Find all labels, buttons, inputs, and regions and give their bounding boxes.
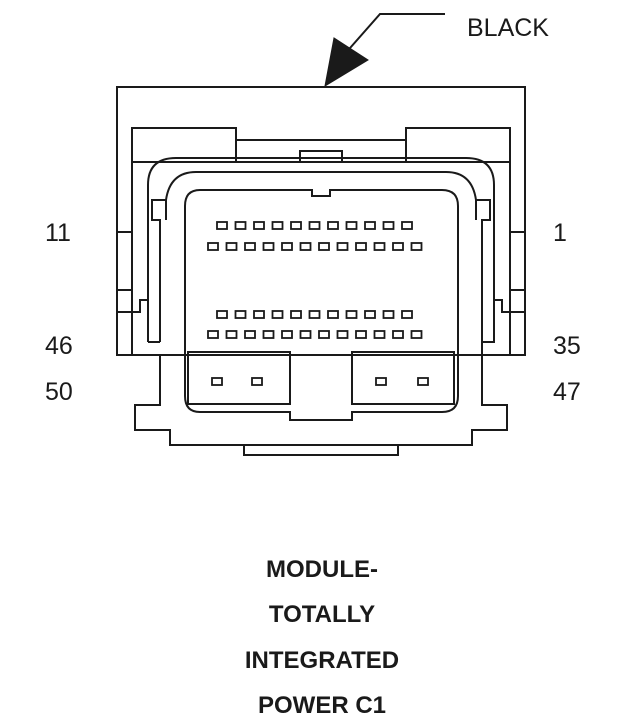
pin-cavity-r2-7: [318, 242, 330, 251]
pin-cavity-r3-8: [345, 310, 358, 319]
pin-cavity-r3-7: [327, 310, 339, 319]
pin-cavity-r3-1: [216, 310, 228, 319]
pin-cavity-r2-9: [355, 242, 367, 251]
pin-cavity-r3-4: [271, 310, 284, 319]
pin-cavity-r4-10: [373, 330, 386, 339]
pin-cavity-r1-9: [364, 221, 376, 230]
caption-line-3: INTEGRATED: [245, 647, 399, 674]
pin-cavity-r2-10: [373, 242, 386, 251]
callout-leader: [324, 13, 445, 88]
pin-cavity-r1-8: [345, 221, 358, 230]
caption-line-1: MODULE-: [266, 556, 378, 583]
pin-cavity-r2-3: [244, 242, 256, 251]
pin-cavity-r4-11: [392, 330, 404, 339]
pin-cavity-r2-11: [392, 242, 404, 251]
pin-cavity-r1-3: [253, 221, 265, 230]
left-key-block: [187, 351, 291, 405]
pin-cavity-r4-4: [262, 330, 275, 339]
pin-cavity-r4-12: [410, 330, 423, 339]
pin-cavity-r4-3: [244, 330, 256, 339]
callout-arrowhead: [324, 37, 369, 88]
pin-label-1: 1: [553, 219, 567, 247]
pin-cavity-r4-1: [207, 330, 219, 339]
pin-cavity-r3-5: [290, 310, 302, 319]
connector-shroud: [147, 157, 495, 355]
caption-line-4: POWER C1: [258, 692, 386, 719]
wire-color-label: BLACK: [467, 14, 549, 42]
pin-cavity-r2-6: [299, 242, 312, 251]
pin-cavity-window: [184, 189, 459, 421]
pin-cavity-r2-1: [207, 242, 219, 251]
pin-label-50: 50: [45, 378, 73, 406]
right-key-block: [351, 351, 455, 405]
pin-cavity-r1-2: [234, 221, 247, 230]
connector-housing: [116, 86, 526, 456]
pin-cavity-r4-9: [355, 330, 367, 339]
pin-cavity-r1-1: [216, 221, 228, 230]
pin-cavity-r3-6: [308, 310, 321, 319]
caption-line-2: TOTALLY: [269, 601, 375, 628]
pin-cavity-r3-9: [364, 310, 376, 319]
pin-cavity-power-2: [251, 377, 263, 386]
pin-cavity-r2-2: [225, 242, 238, 251]
pin-cavity-power-3: [375, 377, 387, 386]
pin-cavity-r4-5: [281, 330, 293, 339]
pin-cavity-r3-11: [401, 310, 413, 319]
pin-cavity-r3-2: [234, 310, 247, 319]
pin-label-35: 35: [553, 332, 581, 360]
pin-cavity-r4-8: [336, 330, 349, 339]
pin-cavity-r2-4: [262, 242, 275, 251]
pin-cavity-r3-3: [253, 310, 265, 319]
pin-cavity-power-4: [417, 377, 429, 386]
pin-cavity-r4-2: [225, 330, 238, 339]
pin-cavity-r2-8: [336, 242, 349, 251]
pin-cavity-r2-5: [281, 242, 293, 251]
pin-cavity-r1-7: [327, 221, 339, 230]
pin-cavity-r4-7: [318, 330, 330, 339]
pin-cavity-r1-11: [401, 221, 413, 230]
pin-cavity-power-1: [211, 377, 223, 386]
pin-cavity-r1-4: [271, 221, 284, 230]
pin-cavity-r4-6: [299, 330, 312, 339]
pin-cavity-r3-10: [382, 310, 395, 319]
pin-cavity-r1-6: [308, 221, 321, 230]
pin-cavity-r2-12: [410, 242, 423, 251]
pin-cavity-r1-5: [290, 221, 302, 230]
pin-cavities: [207, 221, 429, 386]
pin-cavity-r1-10: [382, 221, 395, 230]
pin-label-47: 47: [553, 378, 581, 406]
pin-label-11: 11: [45, 219, 71, 247]
pin-label-46: 46: [45, 332, 73, 360]
